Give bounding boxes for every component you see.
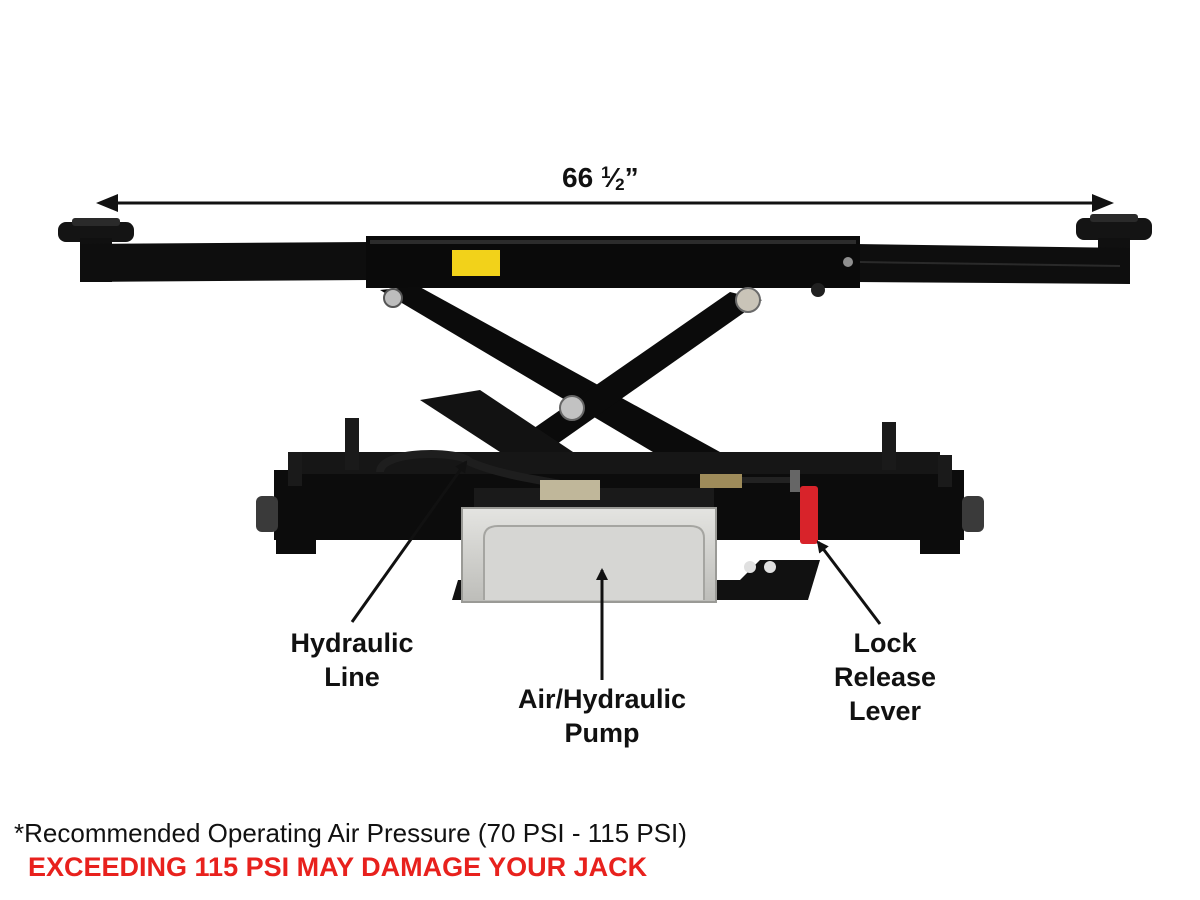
lock-release-label-line-3: Lever: [848, 696, 922, 726]
dimension-unit: ”: [624, 162, 639, 193]
lock-release-label-line-1: Lock: [853, 628, 917, 658]
top-arm-assembly: [58, 214, 1152, 297]
dimension-fraction-numerator: 1: [600, 163, 611, 182]
pump-label-line-2: Pump: [564, 718, 640, 748]
lock-release-lever: [790, 470, 818, 544]
air-hydraulic-pump: [461, 480, 717, 603]
scissor-mechanism: [380, 286, 762, 478]
pump-label: Air/Hydraulic Pump: [490, 682, 714, 750]
pressure-warning: EXCEEDING 115 PSI MAY DAMAGE YOUR JACK: [28, 852, 648, 882]
pressure-note: *Recommended Operating Air Pressure (70 …: [14, 818, 687, 848]
lock-release-arrow: [816, 540, 882, 625]
width-dimension-label: 66 1⁄2”: [562, 162, 639, 195]
width-dimension-arrow: [96, 194, 1114, 212]
dimension-fraction-denominator: 2: [615, 175, 625, 194]
fraction-slash: ⁄: [610, 162, 616, 193]
dimension-whole: 66: [562, 162, 594, 193]
hydraulic-line: [376, 450, 800, 488]
lock-release-label: Lock Release Lever: [810, 626, 960, 728]
pump-label-line-1: Air/Hydraulic: [517, 684, 687, 714]
hydraulic-line-label-line-2: Line: [324, 662, 380, 692]
hydraulic-line-label: Hydraulic Line: [272, 626, 432, 694]
lock-release-label-line-2: Release: [833, 662, 937, 692]
hydraulic-line-label-line-1: Hydraulic: [290, 628, 414, 658]
hydraulic-line-arrow: [350, 460, 468, 623]
